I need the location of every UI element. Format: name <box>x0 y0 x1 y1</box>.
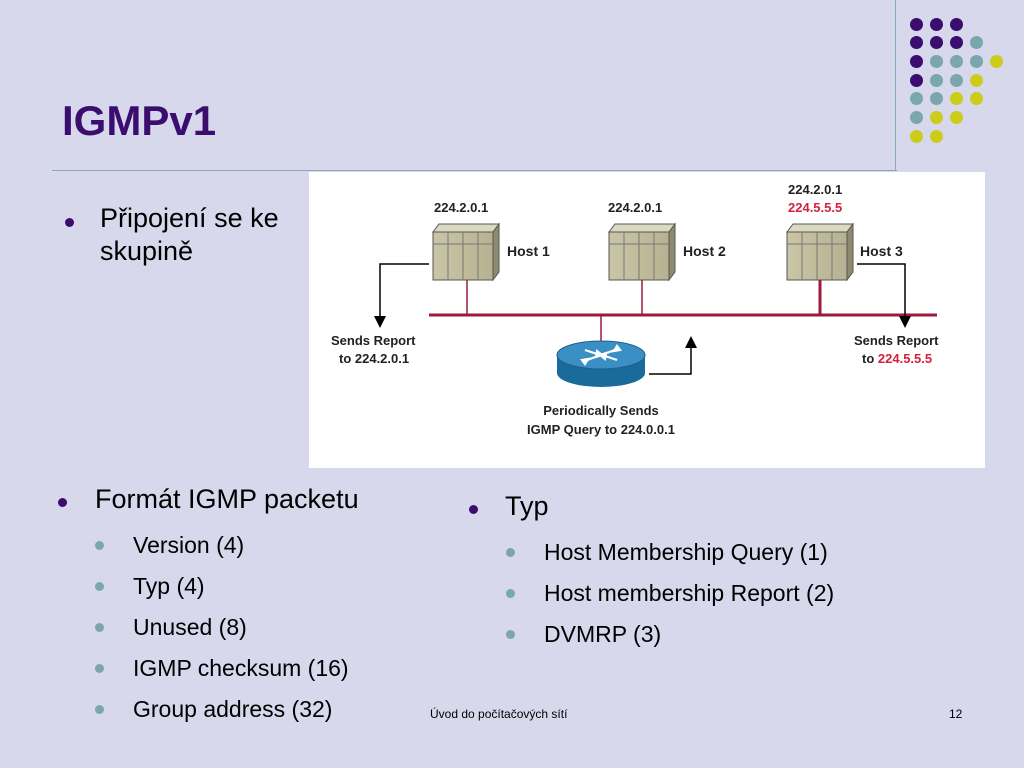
router-line2: IGMP Query to 224.0.0.1 <box>527 422 675 437</box>
host1-address: 224.2.0.1 <box>434 200 488 215</box>
host3-label: Host 3 <box>860 243 903 259</box>
list-item: Unused (8) <box>95 614 349 655</box>
decor-dot <box>950 18 963 31</box>
bullet-dot <box>58 498 67 507</box>
decor-dot <box>950 74 963 87</box>
slide-title: IGMPv1 <box>62 97 217 144</box>
diagram-svg: 224.2.0.1 Host 1 224.2.0.1 Host 2 224.2.… <box>331 182 939 437</box>
decor-dot <box>910 74 923 87</box>
list-item-text: IGMP checksum (16) <box>133 655 349 681</box>
router-line1: Periodically Sends <box>543 403 659 418</box>
bullet-dot <box>95 541 104 550</box>
bullet-format-heading: Formát IGMP packetu <box>95 484 359 514</box>
list-item-text: Host membership Report (2) <box>544 580 835 606</box>
decor-dot <box>970 36 983 49</box>
decor-dot <box>910 55 923 68</box>
list-item: DVMRP (3) <box>506 621 834 662</box>
decor-dot <box>910 36 923 49</box>
host3-address-1: 224.2.0.1 <box>788 182 842 197</box>
list-item: Host membership Report (2) <box>506 580 834 621</box>
decor-dot <box>910 130 923 143</box>
divider-horizontal <box>52 170 897 171</box>
decor-dot <box>930 74 943 87</box>
list-item-text: DVMRP (3) <box>544 621 662 647</box>
report-arrow-left <box>374 263 429 328</box>
decor-dot <box>910 18 923 31</box>
bullet-typ-heading: Typ <box>505 491 549 521</box>
bullet-dot <box>95 705 104 714</box>
bullet-dot <box>506 630 515 639</box>
decor-dot <box>990 55 1003 68</box>
host1-label: Host 1 <box>507 243 550 259</box>
decor-dot <box>950 92 963 105</box>
format-field-list: Version (4) Typ (4) Unused (8) IGMP chec… <box>95 532 349 737</box>
decor-dot <box>930 36 943 49</box>
report-left-line2: to 224.2.0.1 <box>339 351 409 366</box>
bullet-dot <box>95 664 104 673</box>
bullet-dot <box>95 582 104 591</box>
decor-dot <box>970 74 983 87</box>
host2-label: Host 2 <box>683 243 726 259</box>
decor-dot <box>930 18 943 31</box>
divider-vertical <box>895 0 896 170</box>
host3-address-2: 224.5.5.5 <box>788 200 842 215</box>
list-item: Group address (32) <box>95 696 349 737</box>
host-server-icon <box>786 222 854 282</box>
list-item-text: Typ (4) <box>133 573 205 599</box>
list-item-text: Host Membership Query (1) <box>544 539 828 565</box>
list-item: Host Membership Query (1) <box>506 539 834 580</box>
igmp-network-diagram: 224.2.0.1 Host 1 224.2.0.1 Host 2 224.2.… <box>309 172 985 468</box>
footer-course-title: Úvod do počítačových sítí <box>430 707 568 721</box>
list-item: IGMP checksum (16) <box>95 655 349 696</box>
host-server-icon <box>432 222 500 282</box>
bullet-dot <box>506 548 515 557</box>
decor-dot <box>950 36 963 49</box>
decor-dot <box>950 111 963 124</box>
decor-dot <box>970 92 983 105</box>
decor-dot <box>970 55 983 68</box>
decor-dot <box>910 111 923 124</box>
typ-list: Host Membership Query (1) Host membershi… <box>506 539 834 662</box>
host-server-icon <box>608 222 676 282</box>
router-icon <box>556 340 646 387</box>
list-item: Typ (4) <box>95 573 349 614</box>
list-item: Version (4) <box>95 532 349 573</box>
list-item-text: Version (4) <box>133 532 245 558</box>
decor-dot <box>930 55 943 68</box>
decor-dot <box>930 92 943 105</box>
query-arrow <box>649 336 697 375</box>
report-left-line1: Sends Report <box>331 333 416 348</box>
list-item-text: Group address (32) <box>133 696 333 722</box>
bullet-join-group: Připojení se ke skupině <box>100 203 279 266</box>
decor-dot <box>910 92 923 105</box>
list-item-text: Unused (8) <box>133 614 247 640</box>
report-right-line1: Sends Report <box>854 333 939 348</box>
bullet-dot <box>469 505 478 514</box>
decor-dot <box>930 130 943 143</box>
bullet-dot <box>95 623 104 632</box>
report-right-line2: to 224.5.5.5 <box>862 351 932 366</box>
report-arrow-right <box>857 263 911 328</box>
page-number: 12 <box>949 707 963 721</box>
decor-dot <box>950 55 963 68</box>
report-right-address: 224.5.5.5 <box>878 351 932 366</box>
bullet-dot <box>506 589 515 598</box>
report-right-prefix: to <box>862 351 878 366</box>
decor-dot <box>930 111 943 124</box>
host2-address: 224.2.0.1 <box>608 200 662 215</box>
bullet-dot <box>65 218 74 227</box>
